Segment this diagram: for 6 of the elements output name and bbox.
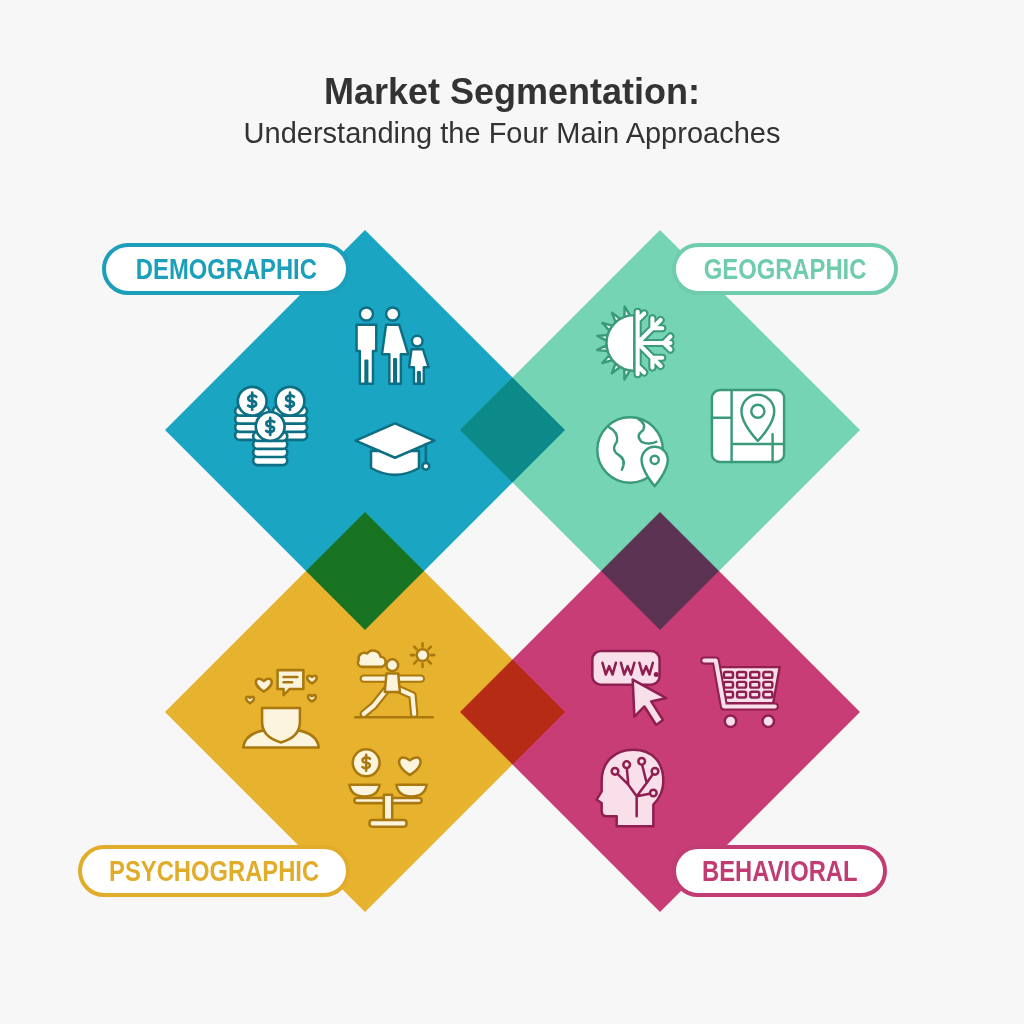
segment-label: DEMOGRAPHIC — [102, 243, 350, 295]
segment-label: PSYCHOGRAPHIC — [78, 845, 350, 897]
segment-label: BEHAVIORAL — [672, 845, 887, 897]
segment-label: GEOGRAPHIC — [672, 243, 898, 295]
subtitle: Understanding the Four Main Approaches — [243, 116, 781, 150]
title: Market Segmentation: — [323, 71, 701, 112]
